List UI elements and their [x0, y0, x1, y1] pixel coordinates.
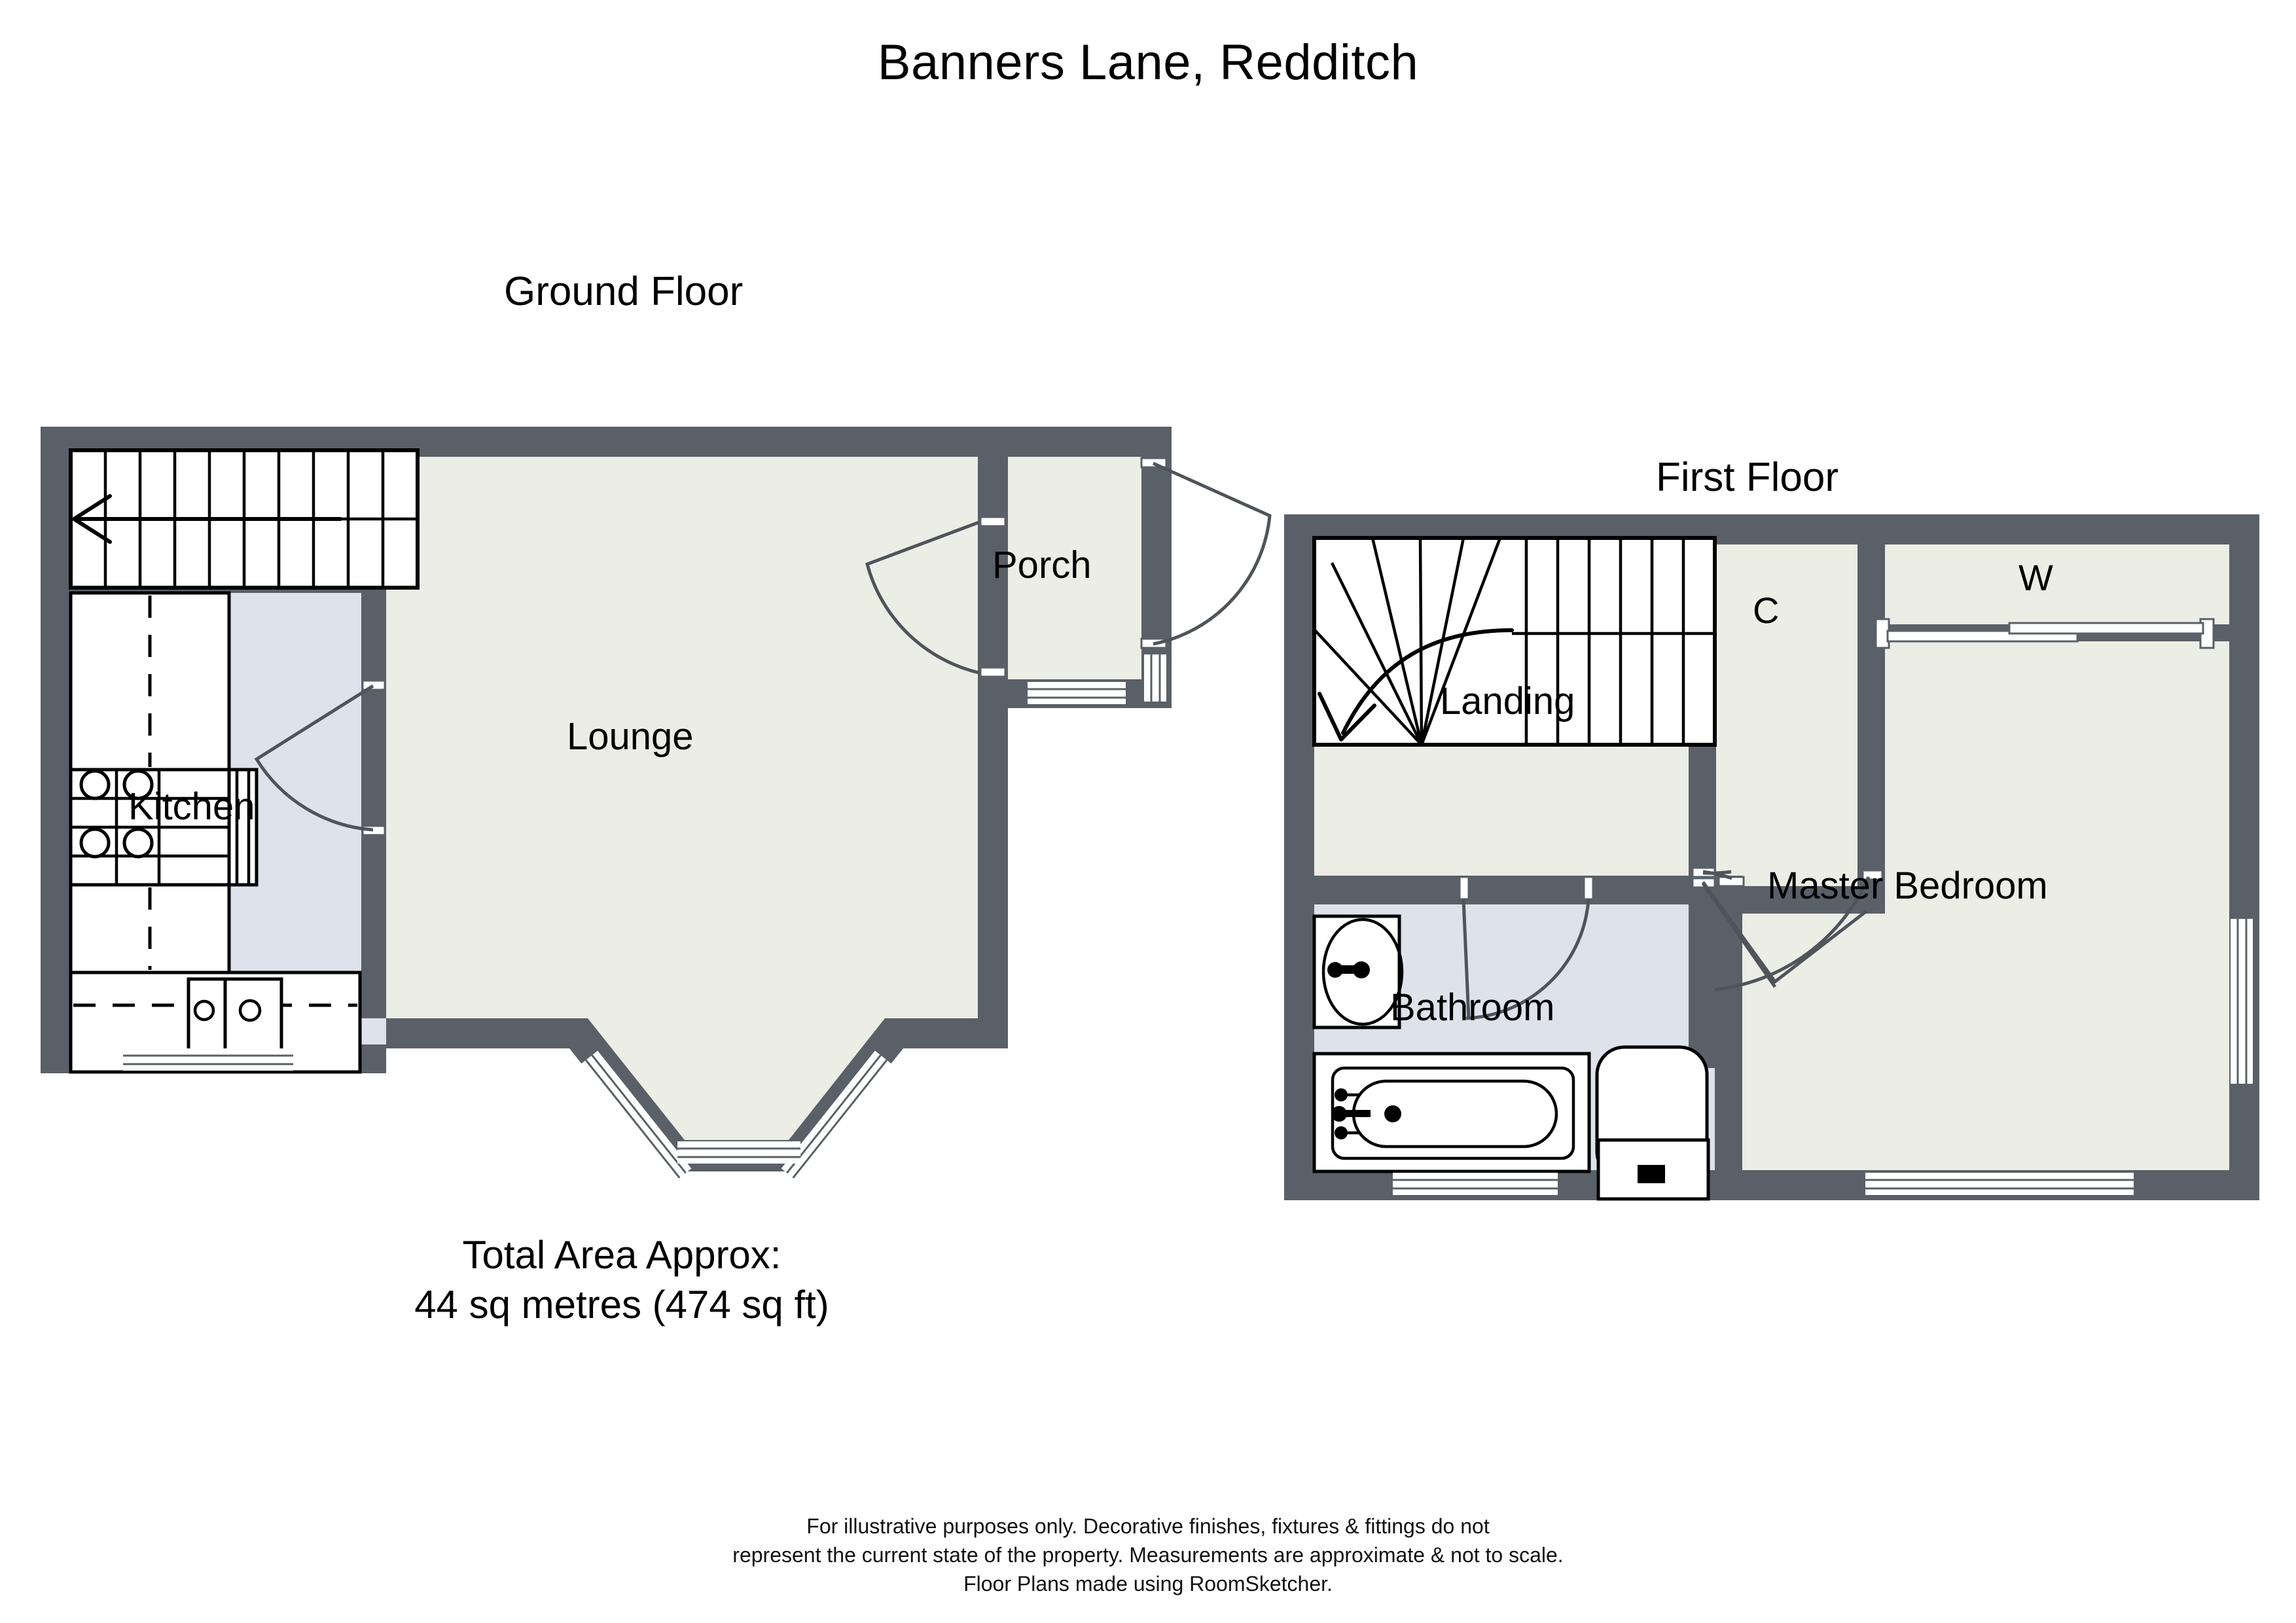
ground-floor-heading: Ground Floor [504, 269, 744, 314]
room-label-closet: C [1753, 590, 1780, 631]
ground-floor-staircase [69, 448, 420, 590]
total-area-value: 44 sq metres (474 sq ft) [414, 1282, 829, 1327]
closet-doors[interactable] [1691, 869, 1884, 991]
front-door[interactable] [1140, 457, 1272, 649]
ground-floor-plan [41, 427, 1272, 1182]
first-floor-plan [1284, 514, 2259, 1201]
room-label-kitchen: Kitchen [128, 785, 255, 828]
room-label-porch: Porch [992, 544, 1092, 586]
room-label-bathroom: Bathroom [1390, 986, 1555, 1029]
master-bedroom-door[interactable] [1691, 866, 1745, 887]
porch-window [1144, 654, 1166, 702]
wash-basin-icon [1312, 914, 1404, 1029]
room-label-wardrobe: W [2018, 557, 2053, 598]
porch-bottom-window [1028, 682, 1126, 704]
first-floor-staircase [1312, 536, 1717, 747]
kitchen-fittings [69, 591, 362, 1074]
room-label-master-bedroom: Master Bedroom [1767, 865, 2048, 907]
total-area-block: Total Area Approx: 44 sq metres (474 sq … [295, 1230, 949, 1329]
toilet-icon [1595, 1045, 1710, 1201]
bathroom-fittings [1312, 914, 1710, 1201]
page-title: Banners Lane, Redditch [877, 35, 1419, 90]
stair-direction-arrow-first [1318, 628, 1514, 741]
porch-internal-door[interactable] [865, 516, 1007, 678]
master-bedroom-side-window [2231, 919, 2253, 1084]
room-label-landing: Landing [1440, 680, 1575, 722]
master-bedroom-bottom-window [1865, 1173, 2134, 1195]
wardrobe-sliding-doors[interactable] [1874, 618, 2215, 649]
bathtub-icon [1312, 1052, 1591, 1173]
total-area-heading: Total Area Approx: [462, 1233, 781, 1277]
disclaimer-line-3: Floor Plans made using RoomSketcher. [963, 1572, 1333, 1596]
disclaimer-line-2: represent the current state of the prope… [732, 1543, 1564, 1567]
first-floor-heading: First Floor [1656, 455, 1839, 500]
room-label-lounge: Lounge [567, 715, 694, 758]
disclaimer-block: For illustrative purposes only. Decorati… [0, 1512, 2296, 1598]
lounge-bay-window [581, 1050, 891, 1182]
disclaimer-line-1: For illustrative purposes only. Decorati… [806, 1514, 1490, 1538]
kitchen-window [123, 1048, 293, 1071]
bathroom-door[interactable] [1458, 876, 1594, 1020]
hob-icon [69, 768, 231, 887]
stair-direction-arrow-ground [72, 494, 342, 544]
kitchen-door[interactable] [254, 679, 386, 836]
bathroom-window [1393, 1173, 1558, 1195]
